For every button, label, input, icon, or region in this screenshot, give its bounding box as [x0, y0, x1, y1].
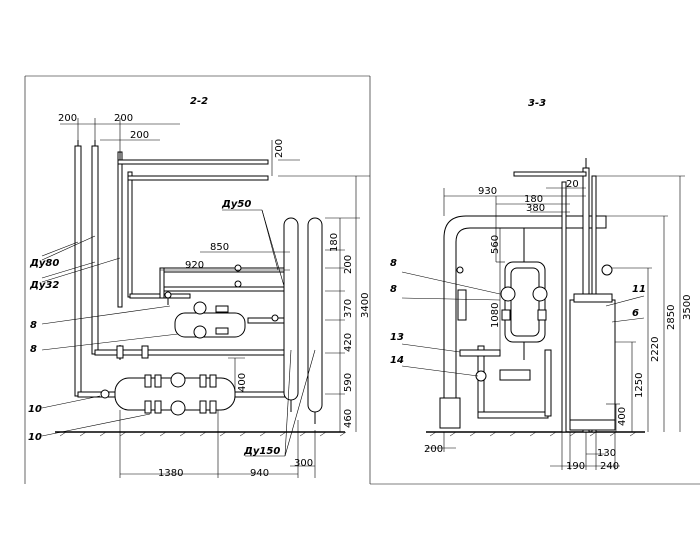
label-pos10b: 10: [28, 432, 42, 443]
large-risers-right: [283, 217, 323, 424]
floor-hatch-3-3: [429, 431, 637, 437]
dim-240: 240: [600, 461, 619, 472]
dimensions-2-2: [60, 118, 370, 478]
label-pos14: 14: [390, 355, 404, 366]
label-pos10a: 10: [28, 404, 42, 415]
dim-940: 940: [250, 468, 269, 479]
upper-pump-unit: [164, 291, 289, 339]
dim-v1250: 1250: [634, 373, 645, 398]
large-bent-pipe: [439, 215, 607, 429]
gauges-2-2: [234, 264, 279, 322]
leaders-3-3: [401, 271, 645, 377]
floor-hatch: [59, 431, 347, 437]
dim-v400: 400: [617, 407, 628, 426]
dim-200: 200: [424, 444, 443, 455]
dim-v200: 200: [343, 255, 354, 274]
dim-right-200: 200: [274, 139, 285, 158]
sheet-frame: [24, 75, 700, 485]
dim-850: 850: [210, 242, 229, 253]
dim-top-200c: 200: [130, 130, 149, 141]
dim-190: 190: [566, 461, 585, 472]
lower-pump-unit: [100, 345, 236, 416]
label-du32: Ду32: [29, 280, 59, 291]
label-du50: Ду50: [221, 199, 251, 210]
leaders-2-2: [41, 209, 316, 457]
section-3-3: 3-3: [390, 98, 693, 472]
label-pos8a: 8: [30, 320, 37, 331]
dim-top-200a: 200: [58, 113, 77, 124]
dim-920: 920: [185, 260, 204, 271]
dim-v370: 370: [343, 299, 354, 318]
dim-930: 930: [478, 186, 497, 197]
dim-180: 180: [524, 194, 543, 205]
label-du150: Ду150: [243, 446, 280, 457]
top-pipes: [117, 152, 269, 181]
label-pos13: 13: [390, 332, 404, 343]
section-3-3-title: 3-3: [528, 98, 546, 109]
dim-v1080: 1080: [490, 303, 501, 328]
dim-v3500: 3500: [682, 295, 693, 320]
label-pos8d: 8: [390, 284, 397, 295]
dim-v2850: 2850: [666, 305, 677, 330]
dim-v420: 420: [343, 333, 354, 352]
dim-380: 380: [526, 203, 545, 214]
dim-v590: 590: [343, 373, 354, 392]
dim-v460: 460: [343, 409, 354, 428]
dim-130: 130: [597, 448, 616, 459]
dim-v3400: 3400: [360, 293, 371, 318]
dim-20: 20: [566, 179, 579, 190]
dim-v180: 180: [329, 233, 340, 252]
label-pos11: 11: [632, 284, 646, 295]
dim-v560: 560: [490, 235, 501, 254]
section-2-2: 2-2: [28, 96, 371, 479]
label-pos8b: 8: [30, 344, 37, 355]
dim-300: 300: [294, 458, 313, 469]
pump-loop: [500, 228, 548, 360]
lower-assembly-3-3: [456, 266, 552, 419]
tank: [569, 264, 616, 431]
label-pos6: 6: [632, 308, 639, 319]
label-du80: Ду80: [29, 258, 59, 269]
dim-v400: 400: [237, 373, 248, 392]
label-pos8c: 8: [390, 258, 397, 269]
dim-v2220: 2220: [650, 337, 661, 362]
dim-top-200b: 200: [114, 113, 133, 124]
dim-1380: 1380: [158, 468, 183, 479]
dimensions-3-3: [426, 175, 685, 470]
section-2-2-title: 2-2: [190, 96, 208, 107]
